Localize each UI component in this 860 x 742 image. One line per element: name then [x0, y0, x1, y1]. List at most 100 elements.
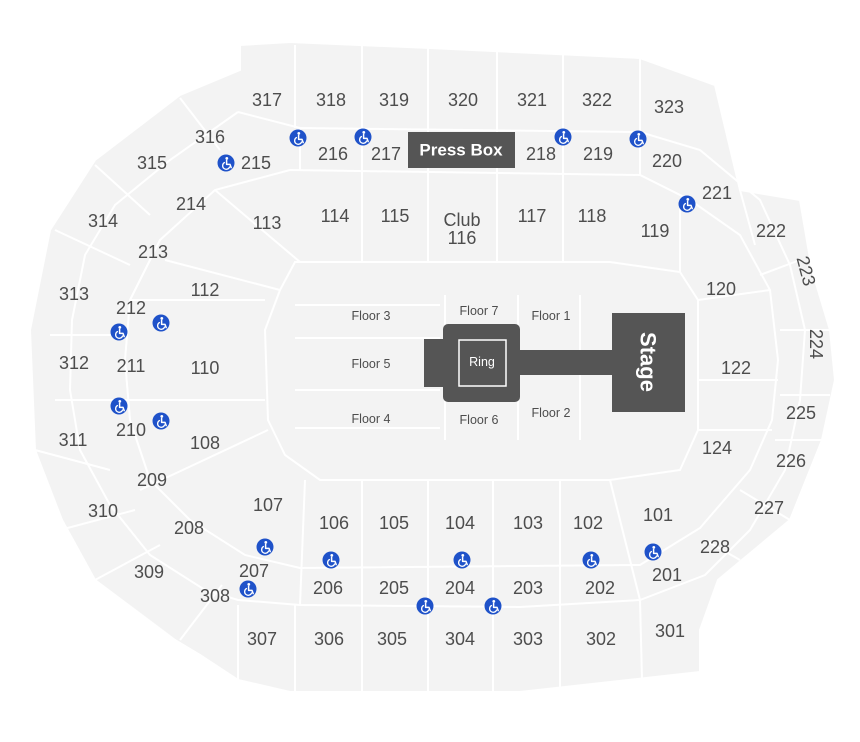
section-115[interactable]: 115	[381, 206, 410, 226]
section-114[interactable]: 114	[321, 206, 350, 226]
section-228[interactable]: 228	[700, 537, 730, 557]
section-303[interactable]: 303	[513, 629, 543, 649]
section-317[interactable]: 317	[252, 90, 282, 110]
section-104[interactable]: 104	[445, 513, 475, 533]
section-314[interactable]: 314	[88, 211, 118, 231]
section-208[interactable]: 208	[174, 518, 204, 538]
section-302[interactable]: 302	[586, 629, 616, 649]
section-club-116-line2[interactable]: 116	[448, 228, 477, 248]
wheelchair-accessible-icon	[677, 194, 697, 214]
section-320[interactable]: 320	[448, 90, 478, 110]
wheelchair-accessible-icon	[109, 396, 129, 416]
section-218[interactable]: 218	[526, 144, 556, 164]
wheelchair-accessible-icon	[628, 129, 648, 149]
section-216[interactable]: 216	[318, 144, 348, 164]
section-217[interactable]: 217	[371, 144, 401, 164]
section-307[interactable]: 307	[247, 629, 277, 649]
section-124[interactable]: 124	[702, 438, 732, 458]
stage-ring-platform	[424, 313, 685, 412]
section-210[interactable]: 210	[116, 420, 146, 440]
section-107[interactable]: 107	[253, 495, 283, 515]
section-117[interactable]: 117	[518, 206, 547, 226]
stage[interactable]	[612, 313, 685, 412]
section-221[interactable]: 221	[702, 183, 732, 203]
section-206[interactable]: 206	[313, 578, 343, 598]
section-213[interactable]: 213	[138, 242, 168, 262]
section-312[interactable]: 312	[59, 353, 89, 373]
wheelchair-accessible-icon	[321, 550, 341, 570]
section-220[interactable]: 220	[652, 151, 682, 171]
section-105[interactable]: 105	[379, 513, 409, 533]
section-222[interactable]: 222	[756, 221, 786, 241]
section-301[interactable]: 301	[655, 621, 685, 641]
stage-label: Stage	[636, 332, 661, 392]
section-club-116-line1[interactable]: Club	[443, 210, 480, 230]
section-113[interactable]: 113	[253, 213, 282, 233]
floor-1[interactable]: Floor 1	[532, 309, 571, 323]
section-214[interactable]: 214	[176, 194, 206, 214]
wheelchair-accessible-icon	[353, 127, 373, 147]
section-321[interactable]: 321	[517, 90, 547, 110]
section-318[interactable]: 318	[316, 90, 346, 110]
floor-6[interactable]: Floor 6	[460, 413, 499, 427]
section-304[interactable]: 304	[445, 629, 475, 649]
section-118[interactable]: 118	[578, 206, 607, 226]
section-315[interactable]: 315	[137, 153, 167, 173]
section-311[interactable]: 311	[59, 430, 88, 450]
section-101[interactable]: 101	[643, 505, 673, 525]
section-323[interactable]: 323	[654, 97, 684, 117]
section-224[interactable]: 224	[806, 329, 826, 359]
section-319[interactable]: 319	[379, 90, 409, 110]
press-box	[408, 132, 515, 168]
press-box-label: Press Box	[419, 141, 503, 160]
section-108[interactable]: 108	[190, 433, 220, 453]
section-322[interactable]: 322	[582, 90, 612, 110]
wheelchair-accessible-icon	[581, 550, 601, 570]
section-225[interactable]: 225	[786, 403, 816, 423]
section-205[interactable]: 205	[379, 578, 409, 598]
section-309[interactable]: 309	[134, 562, 164, 582]
section-212[interactable]: 212	[116, 298, 146, 318]
wheelchair-accessible-icon	[553, 127, 573, 147]
section-106[interactable]: 106	[319, 513, 349, 533]
wheelchair-accessible-icon	[151, 313, 171, 333]
wheelchair-accessible-icon	[483, 596, 503, 616]
section-310[interactable]: 310	[88, 501, 118, 521]
wheelchair-accessible-icon	[109, 322, 129, 342]
wheelchair-accessible-icon	[643, 542, 663, 562]
section-112[interactable]: 112	[191, 280, 220, 300]
section-316[interactable]: 316	[195, 127, 225, 147]
floor-7[interactable]: Floor 7	[460, 304, 499, 318]
section-209[interactable]: 209	[137, 470, 167, 490]
section-211[interactable]: 211	[117, 356, 146, 376]
section-103[interactable]: 103	[513, 513, 543, 533]
wheelchair-accessible-icon	[255, 537, 275, 557]
section-306[interactable]: 306	[314, 629, 344, 649]
floor-3[interactable]: Floor 3	[352, 309, 391, 323]
section-202[interactable]: 202	[585, 578, 615, 598]
floor-2[interactable]: Floor 2	[532, 406, 571, 420]
section-203[interactable]: 203	[513, 578, 543, 598]
wheelchair-accessible-icon	[238, 579, 258, 599]
section-215[interactable]: 215	[241, 153, 271, 173]
wheelchair-accessible-icon	[452, 550, 472, 570]
wheelchair-accessible-icon	[151, 411, 171, 431]
floor-5[interactable]: Floor 5	[352, 357, 391, 371]
section-308[interactable]: 308	[200, 586, 230, 606]
section-313[interactable]: 313	[59, 284, 89, 304]
section-122[interactable]: 122	[721, 358, 751, 378]
section-119[interactable]: 119	[641, 221, 670, 241]
ring[interactable]	[458, 339, 507, 387]
section-110[interactable]: 110	[191, 358, 220, 378]
section-120[interactable]: 120	[706, 279, 736, 299]
section-102[interactable]: 102	[573, 513, 603, 533]
wheelchair-accessible-icon	[216, 153, 236, 173]
section-226[interactable]: 226	[776, 451, 806, 471]
section-207[interactable]: 207	[239, 561, 269, 581]
section-227[interactable]: 227	[754, 498, 784, 518]
section-204[interactable]: 204	[445, 578, 475, 598]
floor-4[interactable]: Floor 4	[352, 412, 391, 426]
section-305[interactable]: 305	[377, 629, 407, 649]
section-219[interactable]: 219	[583, 144, 613, 164]
section-201[interactable]: 201	[652, 565, 682, 585]
